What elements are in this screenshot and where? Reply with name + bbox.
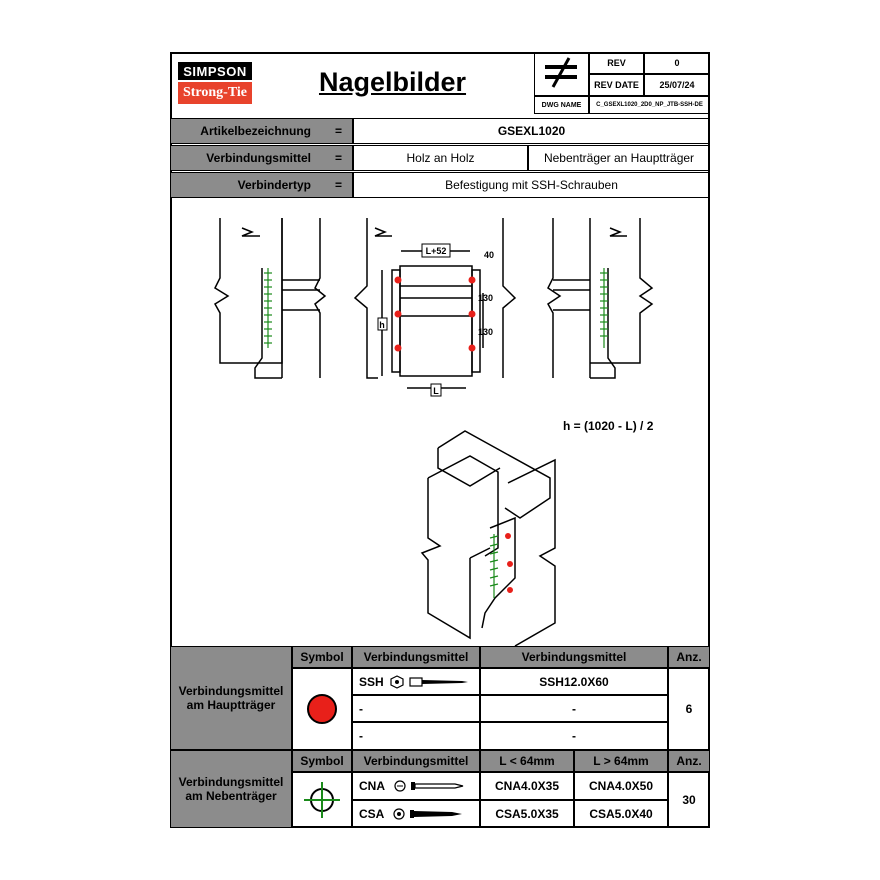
screws-iso — [489, 534, 499, 598]
green-crosshair-icon — [304, 782, 340, 818]
screws-right — [600, 268, 608, 348]
table2-row2-type: CSA — [352, 800, 480, 828]
side-view-right — [547, 218, 654, 379]
table1-col-symbol: Symbol — [292, 646, 352, 668]
cna-nail-icon — [394, 780, 464, 792]
not-equal-symbol-box — [534, 52, 589, 96]
table2-row2-large: CSA5.0X40 — [574, 800, 668, 828]
table2-col-l-small: L < 64mm — [480, 750, 574, 772]
table1-row3-value: - — [480, 722, 668, 750]
table1-row1-type: SSH — [352, 668, 480, 695]
formula-text: h = (1020 - L) / 2 — [563, 419, 654, 433]
table2-col-l-large: L > 64mm — [574, 750, 668, 772]
table1-row-label: Verbindungsmittel am Hauptträger — [170, 646, 292, 750]
table2-count: 30 — [668, 772, 710, 828]
dim-40-label: 40 — [484, 250, 494, 260]
prop-label-verbindungsmittel: Verbindungsmittel= — [170, 145, 353, 171]
table2-row1-large: CNA4.0X50 — [574, 772, 668, 800]
table2-symbol-cell — [292, 772, 352, 828]
strongtie-logo: Strong-Tie — [178, 82, 252, 104]
ssh-screw-dots — [394, 276, 513, 593]
prop-value-holz: Holz an Holz — [353, 145, 528, 171]
table2-row1-small: CNA4.0X35 — [480, 772, 574, 800]
table1-symbol-cell — [292, 668, 352, 750]
simpson-logo: SIMPSON — [178, 62, 252, 80]
table2-row-label: Verbindungsmittel am Nebenträger — [170, 750, 292, 828]
red-circle-icon — [307, 694, 337, 724]
table1-row1-value: SSH12.0X60 — [480, 668, 668, 695]
isometric-view — [420, 430, 556, 646]
table2-col-vm: Verbindungsmittel — [352, 750, 480, 772]
prop-value-artikel: GSEXL1020 — [353, 118, 710, 144]
table1-col-vm2: Verbindungsmittel — [480, 646, 668, 668]
table2-row1-type: CNA — [352, 772, 480, 800]
side-view-left — [213, 218, 327, 379]
dim-l52-label: L+52 — [426, 246, 447, 256]
table1-row2-type: - — [352, 695, 480, 722]
table1-count: 6 — [668, 668, 710, 750]
table2-row2-small: CSA5.0X35 — [480, 800, 574, 828]
prop-label-verbindertyp: Verbindertyp= — [170, 172, 353, 198]
screws-left — [264, 268, 272, 348]
prop-label-artikel: Artikelbezeichnung= — [170, 118, 353, 144]
rev-date-value: 25/07/24 — [644, 74, 710, 96]
prop-value-nebentraeger: Nebenträger an Hauptträger — [528, 145, 710, 171]
dim-130b-label: 130 — [478, 327, 493, 337]
rev-label: REV — [589, 52, 644, 74]
table1-row2-value: - — [480, 695, 668, 722]
csa-screw-icon — [393, 808, 463, 820]
prop-value-verbindertyp: Befestigung mit SSH-Schrauben — [353, 172, 710, 198]
ssh-screw-icon — [390, 674, 468, 689]
table1-col-vm: Verbindungsmittel — [352, 646, 480, 668]
technical-drawing: L+52 40 130 130 h L h = (1020 - L) / 2 — [213, 218, 654, 646]
table1-col-anz: Anz. — [668, 646, 710, 668]
dwg-name-value: C_GSEXL1020_2D0_NP_JTB-SSH-DE — [589, 96, 710, 114]
table1-row3-type: - — [352, 722, 480, 750]
rev-value: 0 — [644, 52, 710, 74]
not-equal-icon — [545, 57, 577, 88]
dim-h-label: h — [379, 320, 385, 330]
dim-130a-label: 130 — [478, 293, 493, 303]
page-title: Nagelbilder — [318, 66, 467, 97]
table2-col-symbol: Symbol — [292, 750, 352, 772]
table2-col-anz: Anz. — [668, 750, 710, 772]
rev-date-label: REV DATE — [589, 74, 644, 96]
dim-l-label: L — [433, 386, 439, 396]
dwg-name-label: DWG NAME — [534, 96, 589, 114]
